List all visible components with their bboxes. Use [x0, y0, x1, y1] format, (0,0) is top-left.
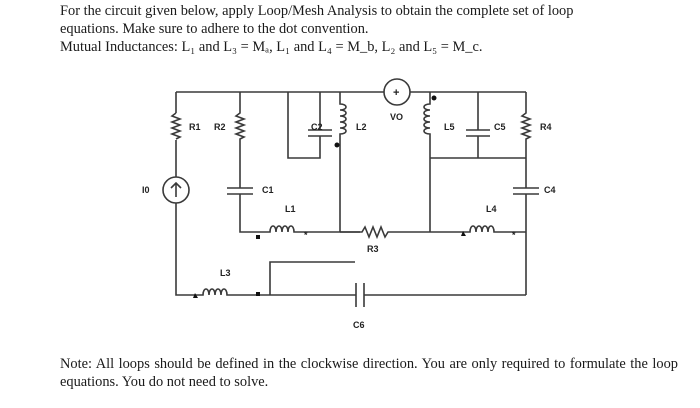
- dot-l3: [256, 292, 260, 296]
- label-l2: L2: [356, 122, 367, 132]
- triangle-l4: [461, 231, 466, 236]
- label-r2: R2: [214, 122, 226, 132]
- voltage-source-vo: [383, 78, 411, 106]
- star-l1: *: [304, 230, 308, 240]
- capacitor-c2-branch: [287, 92, 332, 159]
- capacitor-c5-branch: [430, 92, 526, 159]
- label-io: I0: [142, 185, 150, 195]
- label-c5: C5: [494, 122, 506, 132]
- inductor-l2: [339, 92, 347, 232]
- label-c2: C2: [311, 122, 323, 132]
- label-c1: C1: [262, 185, 274, 195]
- capacitor-c1: [227, 187, 260, 233]
- inductor-l4: [430, 225, 526, 233]
- label-c6: C6: [353, 320, 365, 330]
- note-text: Note: All loops should be defined in the…: [60, 356, 678, 390]
- wire-bottom: [269, 261, 526, 307]
- problem-line-2: equations. Make sure to adhere to the do…: [60, 21, 369, 37]
- resistor-r4: [513, 92, 539, 295]
- resistor-r2: [233, 92, 247, 188]
- label-vo: VO: [390, 112, 403, 122]
- resistor-r3: [340, 224, 430, 240]
- label-vo-plus: +: [393, 87, 399, 99]
- label-l4: L4: [486, 204, 497, 214]
- label-c4: C4: [544, 185, 556, 195]
- label-r1: R1: [189, 122, 201, 132]
- label-l1: L1: [285, 204, 296, 214]
- triangle-l3: [193, 293, 198, 298]
- dot-l1: [256, 235, 260, 239]
- inductor-l1: [260, 225, 360, 233]
- problem-statement: For the circuit given below, apply Loop/…: [60, 2, 670, 56]
- current-source-io: [162, 176, 190, 204]
- label-r3: R3: [367, 244, 379, 254]
- problem-line-1: For the circuit given below, apply Loop/…: [60, 3, 574, 19]
- arrow-up-icon: [170, 181, 182, 197]
- label-r4: R4: [540, 122, 552, 132]
- resistor-r1: [169, 112, 183, 140]
- wire-left-outer: [175, 92, 190, 296]
- label-l3: L3: [220, 268, 231, 278]
- label-l5: L5: [444, 122, 455, 132]
- dot-l2: [334, 142, 340, 148]
- star-l4: *: [512, 230, 516, 240]
- dot-l5: [431, 95, 437, 101]
- problem-line-3: Mutual Inductances: L₁ and L₃ = Mₐ, L₁ a…: [60, 39, 483, 55]
- inductor-l3: [190, 288, 270, 296]
- inductor-l5: [423, 92, 431, 232]
